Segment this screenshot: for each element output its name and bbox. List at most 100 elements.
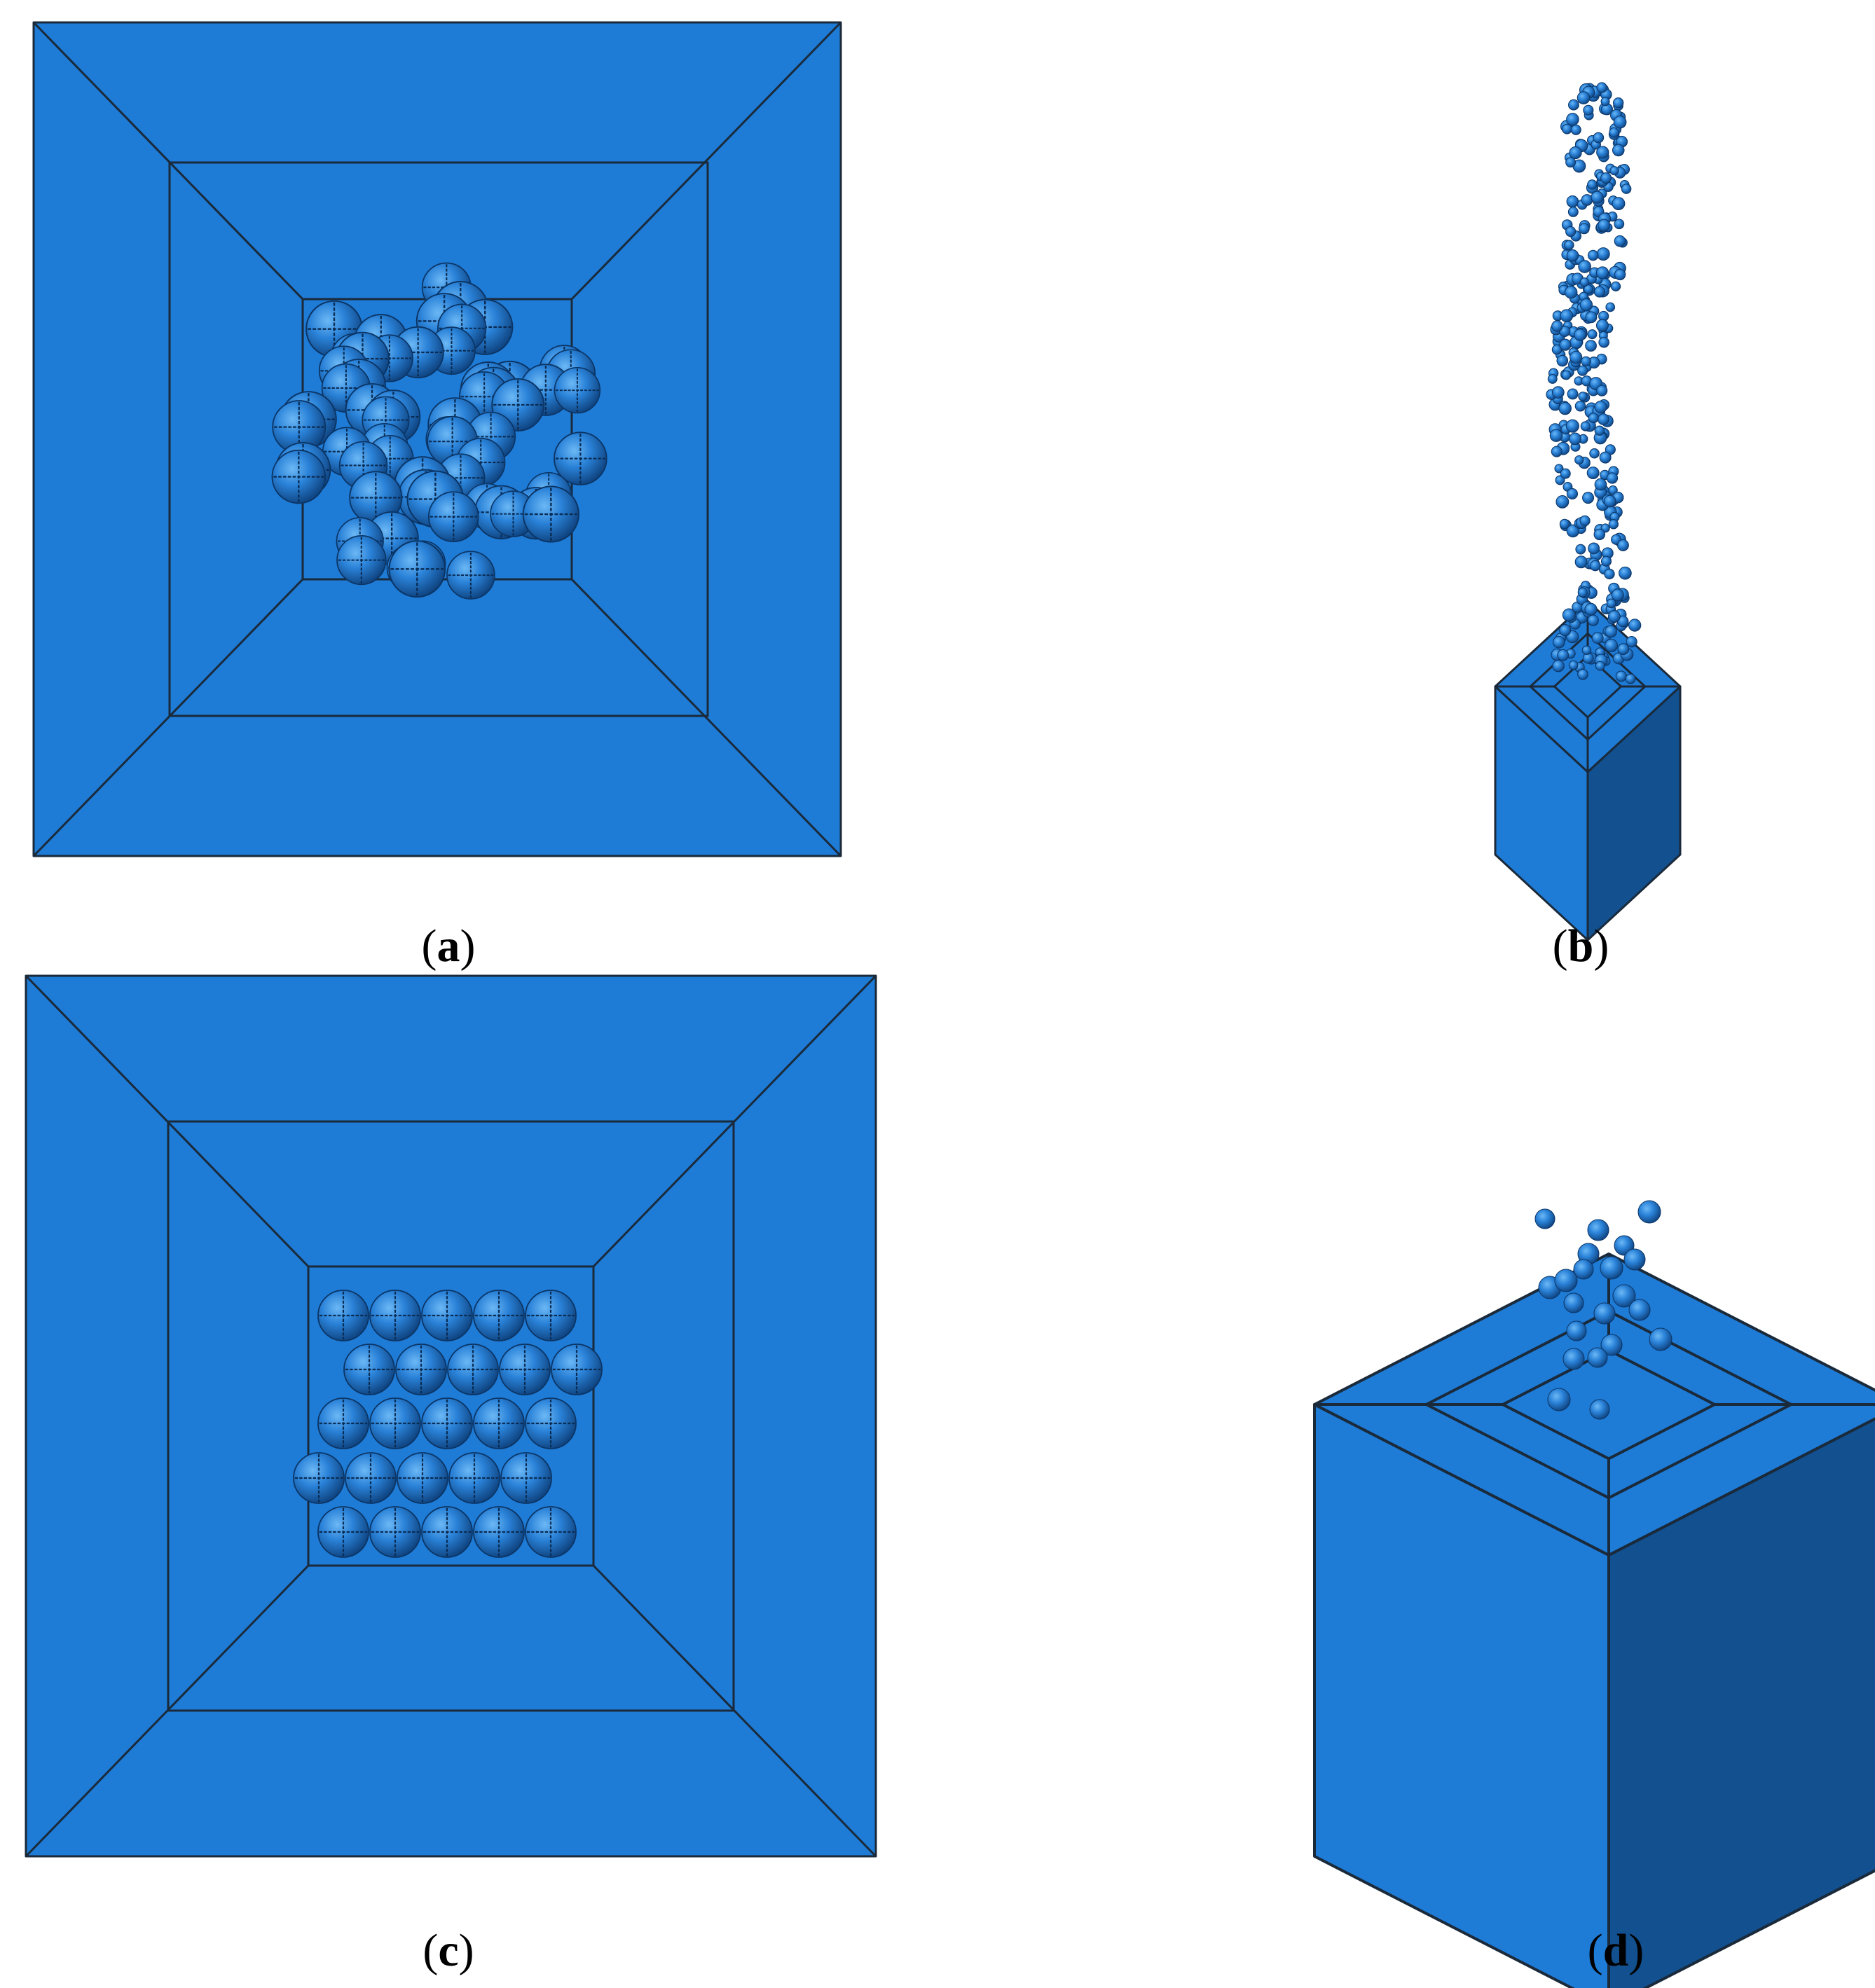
particle-d-1-body xyxy=(1587,1219,1609,1241)
particle-b-35-body xyxy=(1578,392,1588,401)
particle-b-28-body xyxy=(1554,464,1564,474)
particle-b-104 xyxy=(1560,468,1571,479)
caption-a-letter: a xyxy=(437,920,460,972)
box-a-middle-square xyxy=(168,161,709,717)
particle-b-318-body xyxy=(1586,467,1600,479)
particle-b-329-body xyxy=(1593,286,1605,298)
particle-b-272 xyxy=(1574,400,1586,412)
particle-b-292-body xyxy=(1612,144,1625,157)
particle-b-253 xyxy=(1566,488,1579,500)
particle-b-327-body xyxy=(1594,478,1607,491)
particle-b-307-body xyxy=(1600,97,1610,106)
particle-b-237 xyxy=(1596,146,1609,159)
particle-d-10 xyxy=(1593,1302,1616,1325)
particle-b-239 xyxy=(1593,132,1605,144)
particle-c-r3c4 xyxy=(500,1452,552,1504)
particle-b-211 xyxy=(1596,247,1610,261)
caption-b: (b) xyxy=(1552,920,1609,972)
particle-b-35 xyxy=(1578,392,1588,401)
particle-b-198-body xyxy=(1581,194,1593,206)
particle-b-198 xyxy=(1581,194,1593,206)
particle-d-14 xyxy=(1649,1327,1673,1351)
panel-c-top-view-grid xyxy=(25,974,877,1858)
box-c-diagonal-br xyxy=(592,1564,877,1858)
box-isometric-d xyxy=(1313,1252,1875,1988)
particle-c-r3c2 xyxy=(397,1452,448,1504)
particle-b-291-body xyxy=(1591,632,1604,644)
particle-b-249-body xyxy=(1589,560,1601,572)
particle-b-216 xyxy=(1551,344,1562,355)
particle-b-319 xyxy=(1595,266,1609,279)
particle-b-284-body xyxy=(1587,249,1599,261)
particle-c-r0c3 xyxy=(473,1290,525,1341)
particle-b-299 xyxy=(1547,373,1558,384)
particle-b-321-body xyxy=(1607,610,1621,623)
particle-b-221 xyxy=(1577,365,1588,376)
particle-b-271 xyxy=(1596,82,1607,93)
particle-d-5 xyxy=(1600,1256,1623,1280)
particle-b-336-body xyxy=(1565,226,1577,237)
particle-a-52 xyxy=(428,491,479,542)
particle-d-15 xyxy=(1587,1347,1608,1368)
particle-d-13 xyxy=(1600,1334,1623,1356)
particle-b-145-body xyxy=(1626,635,1637,648)
particle-b-294 xyxy=(1577,91,1591,104)
particle-grid-c xyxy=(293,1290,603,1558)
particle-b-289 xyxy=(1562,608,1576,622)
particle-d-0-body xyxy=(1534,1208,1555,1229)
particle-d-19 xyxy=(1628,1299,1651,1321)
particle-c-r0c1 xyxy=(369,1290,421,1341)
particle-b-182 xyxy=(1566,113,1579,126)
particle-b-254 xyxy=(1587,179,1598,190)
particle-d-6 xyxy=(1573,1259,1594,1280)
particle-b-57 xyxy=(1585,340,1597,352)
particle-b-178-body xyxy=(1566,249,1579,262)
particle-b-295-body xyxy=(1557,649,1570,661)
particle-a-58 xyxy=(388,540,446,598)
particle-b-252-body xyxy=(1551,386,1565,399)
particle-c-r3c0 xyxy=(293,1452,345,1504)
particle-b-275-body xyxy=(1604,568,1615,580)
particle-c-r1c3 xyxy=(499,1344,551,1395)
particle-b-280 xyxy=(1578,260,1591,273)
particle-b-245-body xyxy=(1579,515,1591,527)
particle-b-310-body xyxy=(1619,566,1632,580)
particle-b-255 xyxy=(1599,451,1612,464)
particle-b-184 xyxy=(1605,302,1616,312)
particle-b-295 xyxy=(1557,649,1570,661)
particle-b-270 xyxy=(1551,446,1562,457)
particle-b-139-body xyxy=(1606,598,1616,609)
particle-b-37-body xyxy=(1566,195,1579,208)
particle-d-15-body xyxy=(1587,1347,1608,1368)
particle-b-268 xyxy=(1565,157,1577,168)
particle-b-143 xyxy=(1589,448,1600,459)
particle-b-136 xyxy=(1559,624,1572,637)
particle-d-16 xyxy=(1562,1348,1585,1370)
particle-b-275 xyxy=(1604,568,1615,580)
particle-a-40 xyxy=(271,449,327,504)
particle-b-248-body xyxy=(1583,104,1594,116)
panel-d-isometric-scattered xyxy=(1313,1200,1875,1988)
particle-b-271-body xyxy=(1596,82,1607,93)
particle-b-273-body xyxy=(1606,472,1619,484)
particle-b-325-body xyxy=(1577,587,1588,598)
particle-b-195 xyxy=(1574,555,1588,569)
particle-d-16-body xyxy=(1562,1348,1585,1370)
particle-b-256 xyxy=(1568,432,1581,446)
particle-d-9-body xyxy=(1563,1292,1584,1313)
panel-a-top-view-random xyxy=(32,21,842,857)
particle-b-270-body xyxy=(1551,446,1562,457)
particle-b-323-body xyxy=(1600,172,1612,184)
particle-b-66-body xyxy=(1615,670,1627,682)
particle-b-316-body xyxy=(1579,298,1593,312)
particle-c-r2c1 xyxy=(369,1397,421,1449)
particle-b-299-body xyxy=(1547,373,1558,384)
panel-b-isometric-column xyxy=(1494,82,1682,941)
caption-c: (c) xyxy=(423,1925,474,1976)
particle-b-317 xyxy=(1581,645,1592,655)
particle-c-r1c0 xyxy=(343,1344,395,1395)
particle-b-333-body xyxy=(1596,385,1608,396)
particle-b-283-body xyxy=(1564,286,1578,299)
particle-b-182-body xyxy=(1566,113,1579,126)
particle-b-230-body xyxy=(1579,223,1590,235)
